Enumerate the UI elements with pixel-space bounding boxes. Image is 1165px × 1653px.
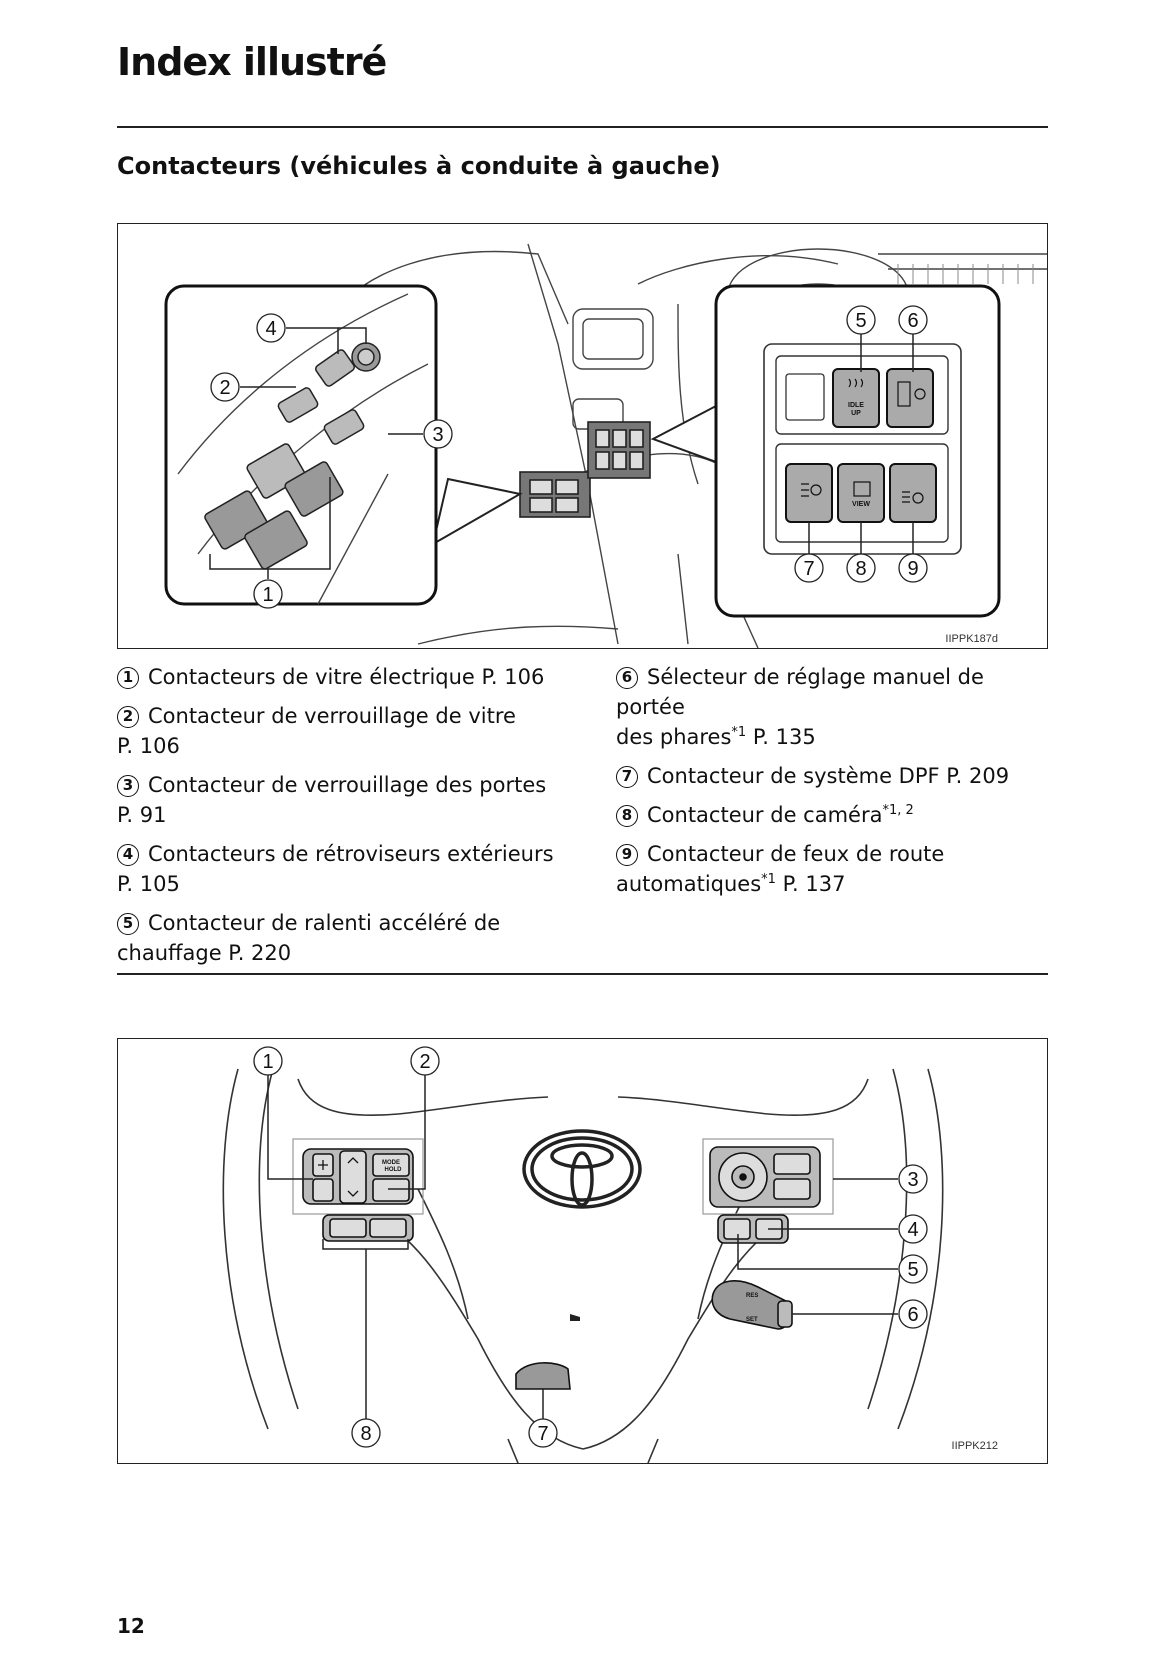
item-number: 8 — [616, 805, 638, 827]
res-label: RES — [746, 1293, 758, 1299]
callout-8: 8 — [855, 558, 866, 580]
up-label: UP — [851, 410, 861, 417]
dashboard-illustration: 4 2 3 1 IDLE UP VIEW — [164, 243, 1047, 648]
callout-1: 1 — [262, 1051, 273, 1073]
callout-2: 2 — [219, 377, 230, 399]
item-number: 1 — [117, 667, 139, 689]
callout-1: 1 — [262, 584, 273, 606]
steering-wheel-illustration: MODE HOLD RES SET — [222, 1046, 998, 1463]
callout-4: 4 — [907, 1219, 918, 1241]
set-label: SET — [746, 1317, 758, 1323]
callout-9: 9 — [907, 558, 918, 580]
hold-label: HOLD — [385, 1167, 403, 1173]
callout-3: 3 — [907, 1169, 918, 1191]
callout-6: 6 — [907, 1304, 918, 1326]
figure-code: IIPPK212 — [952, 1440, 998, 1452]
item-number: 5 — [117, 913, 139, 935]
callout-8: 8 — [360, 1423, 371, 1445]
switches-figure: 4 2 3 1 IDLE UP VIEW — [117, 223, 1048, 649]
title-divider — [117, 126, 1048, 128]
callout-7: 7 — [537, 1423, 548, 1445]
section-title: Contacteurs (véhicules à conduite à gauc… — [117, 152, 721, 180]
section-divider — [117, 973, 1048, 975]
callout-2: 2 — [419, 1051, 430, 1073]
item-number: 3 — [117, 775, 139, 797]
item-number: 4 — [117, 844, 139, 866]
callout-3: 3 — [432, 424, 443, 446]
item-number: 2 — [117, 706, 139, 728]
item-number: 9 — [616, 844, 638, 866]
callout-4: 4 — [265, 318, 276, 340]
mode-label: MODE — [382, 1160, 400, 1166]
steering-wheel-figure: MODE HOLD RES SET — [117, 1038, 1048, 1464]
item-number: 6 — [616, 667, 638, 689]
view-label: VIEW — [852, 501, 870, 508]
callout-7: 7 — [803, 558, 814, 580]
callout-6: 6 — [907, 310, 918, 332]
page-title: Index illustré — [117, 40, 387, 84]
callout-5: 5 — [907, 1259, 918, 1281]
page-number: 12 — [117, 1614, 145, 1638]
callout-5: 5 — [855, 310, 866, 332]
figure-code: IIPPK187d — [945, 633, 998, 645]
item-number: 7 — [616, 766, 638, 788]
idle-label: IDLE — [848, 402, 864, 409]
